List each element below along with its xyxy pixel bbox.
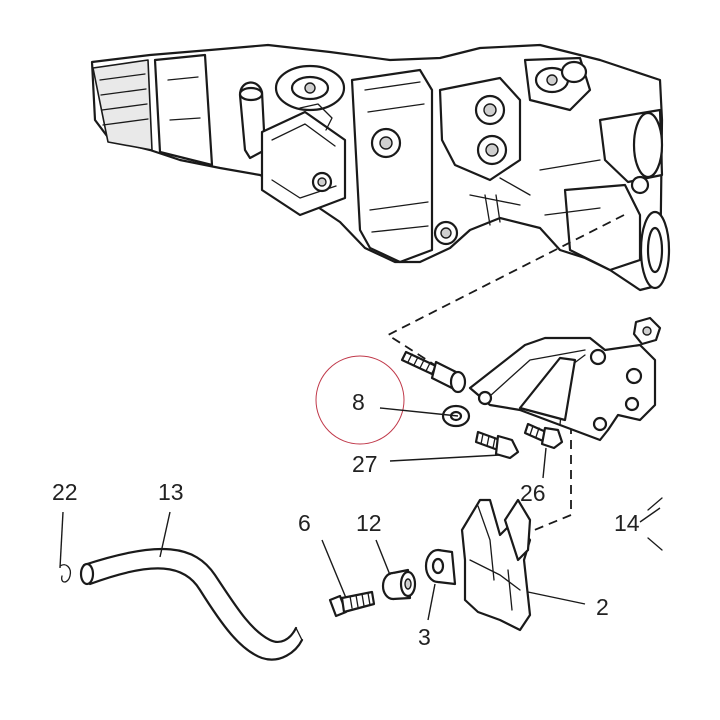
callout-3: 3 [418,624,431,650]
spacer-12 [381,568,417,601]
hose-13 [79,547,304,661]
bolt-26 [523,422,564,450]
callout-27: 27 [352,451,378,477]
callout-22: 22 [52,479,78,505]
callout-26: 26 [520,480,546,506]
bolt-6 [328,590,376,618]
callout-2: 2 [596,594,609,620]
stud-bolt [400,350,467,394]
callout-6: 6 [298,510,311,536]
bolt-27 [474,430,520,460]
callout-12: 12 [356,510,382,536]
hex-nut [632,316,662,346]
part-14-edge [647,497,663,551]
leader-lines [59,407,661,621]
mounting-bracket [468,336,657,442]
clip-22 [59,564,72,583]
callout-14: 14 [614,510,640,536]
engine-assembly [90,43,671,292]
highlight-circle [315,355,405,445]
callout-8: 8 [352,389,365,415]
callout-13: 13 [158,479,184,505]
grommet-3 [424,548,457,586]
plate-2 [460,498,532,632]
